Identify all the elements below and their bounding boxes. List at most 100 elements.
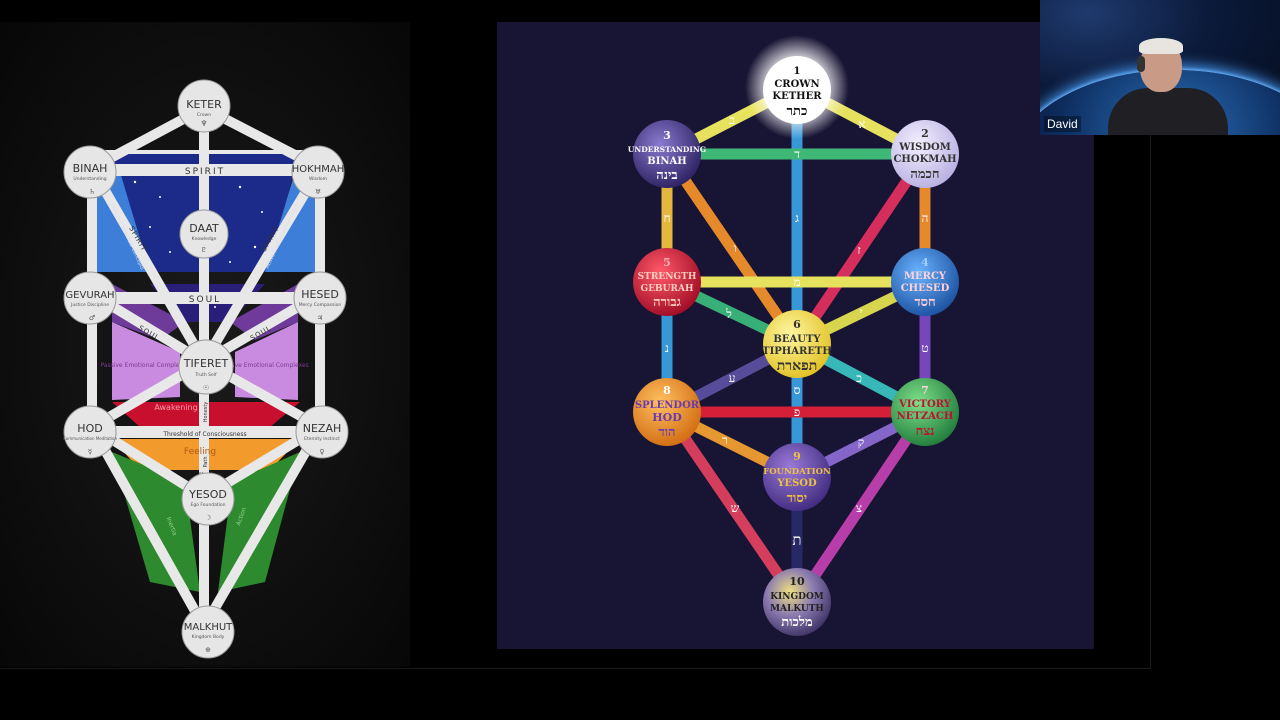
svg-text:ב: ב <box>729 113 735 127</box>
svg-text:SPLENDOR: SPLENDOR <box>635 400 700 411</box>
sefira-hod: HOD Communication Meditation ☿ <box>63 405 117 459</box>
svg-text:9: 9 <box>793 450 801 463</box>
svg-text:Ego Foundation: Ego Foundation <box>190 502 225 508</box>
sefira-kether: 1 CROWN KETHER כתר <box>745 35 849 139</box>
svg-text:ג: ג <box>795 211 799 225</box>
awakening-label: Awakening <box>154 403 197 412</box>
svg-text:חסד: חסד <box>914 295 935 310</box>
svg-text:ר: ר <box>722 433 728 447</box>
right-tree-diagram: ב א ד ג ח ה ו ז מ ל י נ ט ע כ פ ס ר ק ש <box>497 22 1094 649</box>
svg-text:TIFERET: TIFERET <box>183 357 229 370</box>
svg-text:MALKHUT: MALKHUT <box>184 622 233 633</box>
svg-text:ח: ח <box>663 211 670 225</box>
svg-text:ע: ע <box>729 371 736 385</box>
svg-text:ס: ס <box>794 383 801 397</box>
svg-text:ל: ל <box>725 307 732 321</box>
svg-text:MALKUTH: MALKUTH <box>770 604 824 614</box>
saturn-symbol-icon: ♄ <box>89 188 95 196</box>
honesty-label: Honesty <box>203 402 209 423</box>
svg-text:MERCY: MERCY <box>904 271 947 282</box>
feeling-label: Feeling <box>184 447 216 457</box>
jupiter-symbol-icon: ♃ <box>317 314 323 322</box>
svg-text:3: 3 <box>663 129 671 142</box>
svg-text:UNDERSTANDING: UNDERSTANDING <box>628 145 706 154</box>
svg-text:HOD: HOD <box>652 411 682 424</box>
svg-text:KETHER: KETHER <box>772 91 822 102</box>
svg-text:8: 8 <box>663 384 671 397</box>
participant-hair <box>1139 38 1183 54</box>
svg-text:Knowledge: Knowledge <box>192 236 217 242</box>
left-tree-diagram: SPIRIT SOUL Threshold of Consciousness S… <box>0 22 410 667</box>
sefira-yesod: YESOD Ego Foundation ☽ <box>181 472 235 526</box>
left-tree-of-life-image: SPIRIT SOUL Threshold of Consciousness S… <box>0 22 410 667</box>
sun-symbol-icon: ☉ <box>203 384 209 392</box>
sefira-keter: KETER Crown ♆ <box>177 79 231 133</box>
svg-text:כתר: כתר <box>787 104 808 119</box>
svg-text:YESOD: YESOD <box>776 478 817 489</box>
threshold-label: Threshold of Consciousness <box>162 431 246 438</box>
svg-text:ש: ש <box>731 501 740 515</box>
screen-share-area <box>0 22 1151 669</box>
svg-text:בינה: בינה <box>656 168 677 183</box>
venus-symbol-icon: ♀ <box>319 448 324 456</box>
svg-text:צ: צ <box>856 501 862 515</box>
path-letters: ב א ד ג ח ה ו ז מ ל י נ ט ע כ פ ס ר ק ש <box>663 113 928 549</box>
svg-text:יסוד: יסוד <box>787 491 807 506</box>
headset-icon <box>1137 56 1145 72</box>
active-emotional-label: Active Emotional Complexes <box>223 362 308 369</box>
sefira-nezah: NEZAH Eternity Instinct ♀ <box>295 405 349 459</box>
path-label: Path <box>203 457 209 468</box>
svg-text:Eternity Instinct: Eternity Instinct <box>304 436 340 442</box>
svg-text:ו: ו <box>733 241 736 255</box>
svg-text:WISDOM: WISDOM <box>898 142 951 153</box>
svg-text:Wisdom: Wisdom <box>309 176 327 182</box>
svg-text:Crown: Crown <box>197 112 211 118</box>
passive-emotional-label: Passive Emotional Complexes <box>100 362 189 369</box>
sefira-binah: BINAH Understanding ♄ <box>63 145 117 199</box>
svg-text:GEVURAH: GEVURAH <box>65 290 114 301</box>
svg-text:NEZAH: NEZAH <box>303 422 342 435</box>
moon-symbol-icon: ☽ <box>205 514 211 522</box>
svg-text:NETZACH: NETZACH <box>897 411 954 422</box>
spirit-band-label: SPIRIT <box>185 167 225 177</box>
svg-text:פ: פ <box>794 405 800 419</box>
svg-text:CROWN: CROWN <box>774 79 819 90</box>
participant-video-tile[interactable]: David <box>1040 0 1280 135</box>
svg-text:מ: מ <box>793 275 800 289</box>
svg-text:ה: ה <box>922 211 929 225</box>
svg-text:FOUNDATION: FOUNDATION <box>763 467 831 477</box>
participant-body <box>1108 88 1228 135</box>
neptune-symbol-icon: ♆ <box>200 119 207 128</box>
svg-text:Understanding: Understanding <box>73 176 106 182</box>
svg-text:הוד: הוד <box>658 425 675 440</box>
svg-text:Mercy Compassion: Mercy Compassion <box>299 302 342 308</box>
sefira-binah: 3 UNDERSTANDING BINAH בינה <box>628 120 706 188</box>
svg-text:HOD: HOD <box>77 422 102 435</box>
pluto-symbol-icon: ♇ <box>201 246 207 254</box>
svg-text:Truth Self: Truth Self <box>194 372 217 378</box>
sefira-malkuth: 10 KINGDOM MALKUTH מלכות <box>763 568 831 636</box>
svg-text:HESED: HESED <box>301 288 339 301</box>
sefira-tiferet: TIFERET Truth Self ☉ <box>178 339 234 395</box>
soul-band-label: SOUL <box>189 295 221 305</box>
svg-text:ד: ד <box>794 147 800 161</box>
sefira-gevurah: GEVURAH Justice Discipline ♂ <box>63 271 117 325</box>
svg-text:א: א <box>858 117 865 131</box>
svg-text:KETER: KETER <box>186 98 222 111</box>
participant-name-label: David <box>1044 116 1081 132</box>
svg-text:10: 10 <box>789 575 805 588</box>
svg-text:4: 4 <box>921 256 929 269</box>
svg-text:תפארת: תפארת <box>777 358 818 374</box>
svg-text:STRENGTH: STRENGTH <box>638 272 697 282</box>
sefira-chesed: 4 MERCY CHESED חסד <box>891 248 959 316</box>
svg-text:1: 1 <box>794 66 801 77</box>
sefira-netzach: 7 VICTORY NETZACH נצח <box>891 378 959 446</box>
svg-text:TIPHARETH: TIPHARETH <box>762 346 832 357</box>
svg-text:Justice Discipline: Justice Discipline <box>70 302 109 308</box>
sefira-tiphareth: 6 BEAUTY TIPHARETH תפארת <box>762 310 832 378</box>
svg-text:מלכות: מלכות <box>781 615 813 630</box>
right-tree-of-life-image: ב א ד ג ח ה ו ז מ ל י נ ט ע כ פ ס ר ק ש <box>497 22 1094 649</box>
svg-text:7: 7 <box>921 384 929 397</box>
svg-text:BINAH: BINAH <box>647 156 686 167</box>
sefira-yesod: 9 FOUNDATION YESOD יסוד <box>763 443 831 511</box>
